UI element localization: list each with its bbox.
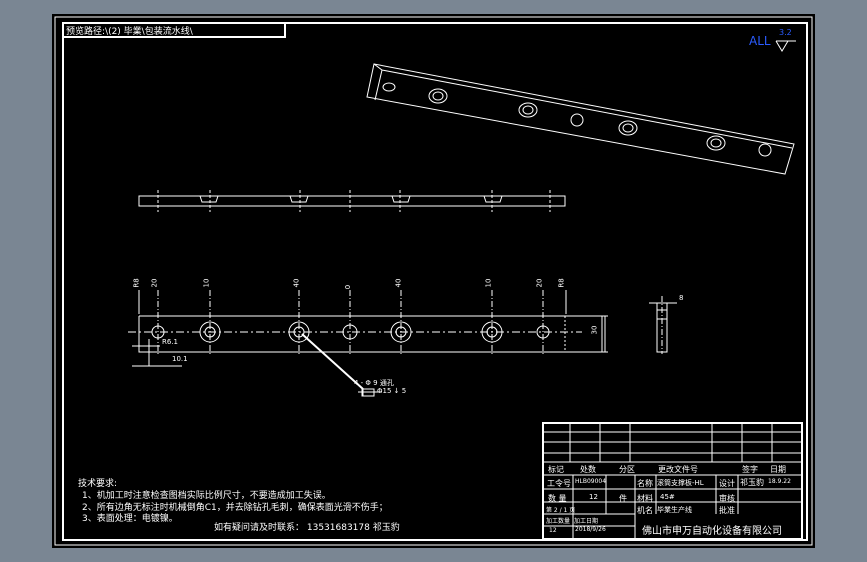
note-item-1: 1、机加工时注意检查图档实际比例尺寸，不要造成加工失误。 [82,491,331,501]
note-item-3: 3、表面处理：电镀镍。 [82,514,178,524]
roughness-value: 3.2 [779,28,792,37]
front-view [128,290,608,397]
tb-order-label: 工令号 [547,479,571,488]
roughness-symbol [775,40,789,52]
tb-qty-label: 数 量 [548,494,567,503]
tb-machine-label: 机名 [637,506,653,515]
dim-10-a: 10 [202,278,211,288]
dim-40-a: 40 [292,278,301,288]
tb-sheet: 第 2 / 1 页 [546,507,576,514]
hole-callout: 4 - Φ 9 通孔 [354,379,394,387]
tb-company: 佛山市申万自动化设备有限公司 [642,526,782,537]
tb-design-label: 设计 [719,479,735,488]
dim-20-left: 20 [150,278,159,288]
dim-20-right: 20 [535,278,544,288]
tb-name-value: 滚筒支撑板-HL [657,479,704,487]
side-view [649,296,677,354]
tb-scale-label: 加工数量 [546,518,571,525]
path-label: 预览路径:\(2) 毕業\包装流水线\ [66,27,193,37]
note-item-2: 2、所有边角无标注时机械倒角C1，并去除钻孔毛刺，确保表面光滑不伤手； [82,503,388,513]
tb-order-value: HLB09004 [575,478,607,485]
dim-0: 0 [344,284,353,290]
dim-40-b: 40 [394,278,403,288]
dim-8: 8 [679,294,684,302]
surface-finish-all: ALL [749,34,771,48]
tb-proc-date-label: 加工日期 [574,518,599,525]
path-label-box [62,22,286,38]
tb-count: 处数 [580,465,596,474]
tb-review-label: 审核 [719,494,735,503]
dim-30: 30 [590,325,599,335]
tb-name-label: 名称 [637,479,653,488]
dim-r8-left: R8 [132,278,141,288]
tb-designer: 祁玉豹 [740,478,764,487]
dim-r8-right: R8 [557,278,566,288]
dim-10-1: 10.1 [172,355,188,363]
title-block-grid [542,422,803,540]
tb-proc-date-value: 2018/9/26 [575,526,606,533]
drawing-canvas [54,16,813,546]
tb-date: 日期 [770,465,786,474]
tb-material-value: 45# [660,493,675,501]
top-view [138,190,566,212]
tb-design-date: 18.9.22 [768,478,791,485]
tb-qty-unit: 件 [619,494,627,503]
inner-border [62,22,808,541]
notes-title: 技术要求: [78,479,118,489]
tb-sign: 签字 [742,465,758,474]
outer-border [54,16,813,546]
tb-material-label: 材料 [637,494,653,503]
tb-machine-value: 毕業生产线 [657,506,692,514]
isometric-plate [366,63,795,175]
tb-zone: 分区 [619,465,635,474]
tb-qty-value: 12 [589,493,598,501]
tb-doc: 更改文件号 [658,465,698,474]
contact-note: 如有疑问请及时联系： 13531683178 祁玉豹 [214,523,400,533]
dim-r6: R6.1 [162,338,178,346]
hole-callout-depth: Φ15 ↓ 5 [377,387,407,395]
drawing-sheet: 预览路径:\(2) 毕業\包装流水线\ ALL 3.2 R8 20 10 40 … [52,14,815,548]
tb-scale-value: 12 [549,527,557,534]
tb-approve-label: 批准 [719,506,735,515]
tb-mark: 标记 [548,465,564,474]
dim-10-b: 10 [484,278,493,288]
